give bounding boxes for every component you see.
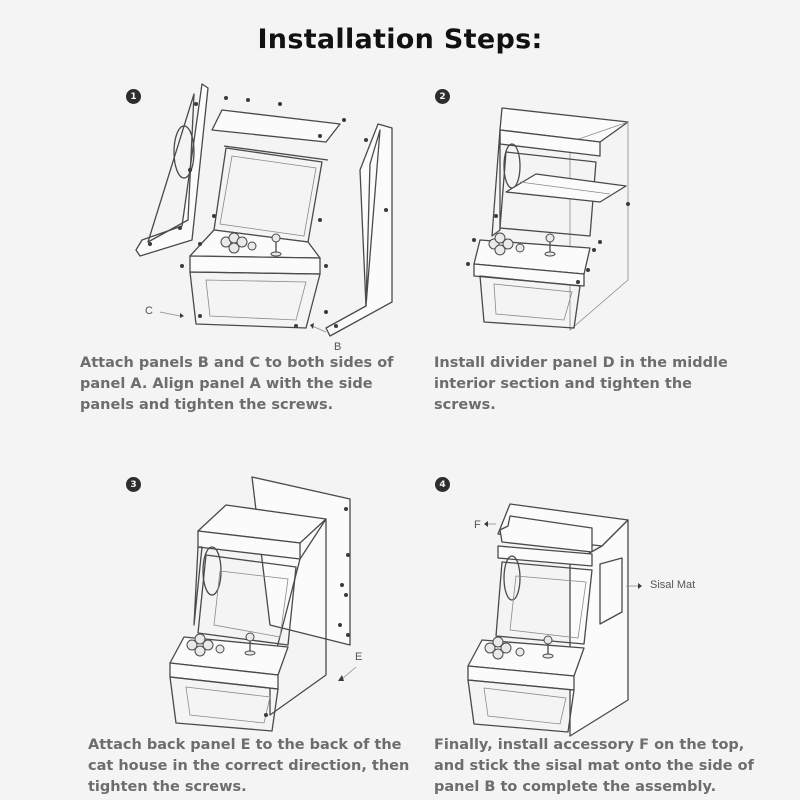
step-4-caption: Finally, install accessory F on the top,… xyxy=(434,737,754,795)
step-3-number: 3 xyxy=(126,477,141,492)
step-1-number: 1 xyxy=(126,89,141,104)
label-sisal-mat: Sisal Mat xyxy=(650,579,696,591)
step-1-caption: Attach panels B and C to both sides of p… xyxy=(80,355,394,413)
page-title: Installation Steps: xyxy=(257,24,543,55)
step-3-caption: Attach back panel E to the back of the c… xyxy=(88,737,410,795)
step-3-diagram xyxy=(160,475,360,740)
label-panel-b: B xyxy=(334,341,342,353)
label-panel-e: E xyxy=(355,651,363,663)
step-1-diagram xyxy=(130,80,410,350)
step-2-caption: Install divider panel D in the middle in… xyxy=(434,355,728,413)
step-4-number: 4 xyxy=(435,477,450,492)
label-accessory-f: F xyxy=(474,519,481,531)
step-2-number: 2 xyxy=(435,89,450,104)
step-4-diagram xyxy=(462,500,642,740)
label-panel-c: C xyxy=(145,305,153,317)
step-2-diagram xyxy=(460,100,640,340)
